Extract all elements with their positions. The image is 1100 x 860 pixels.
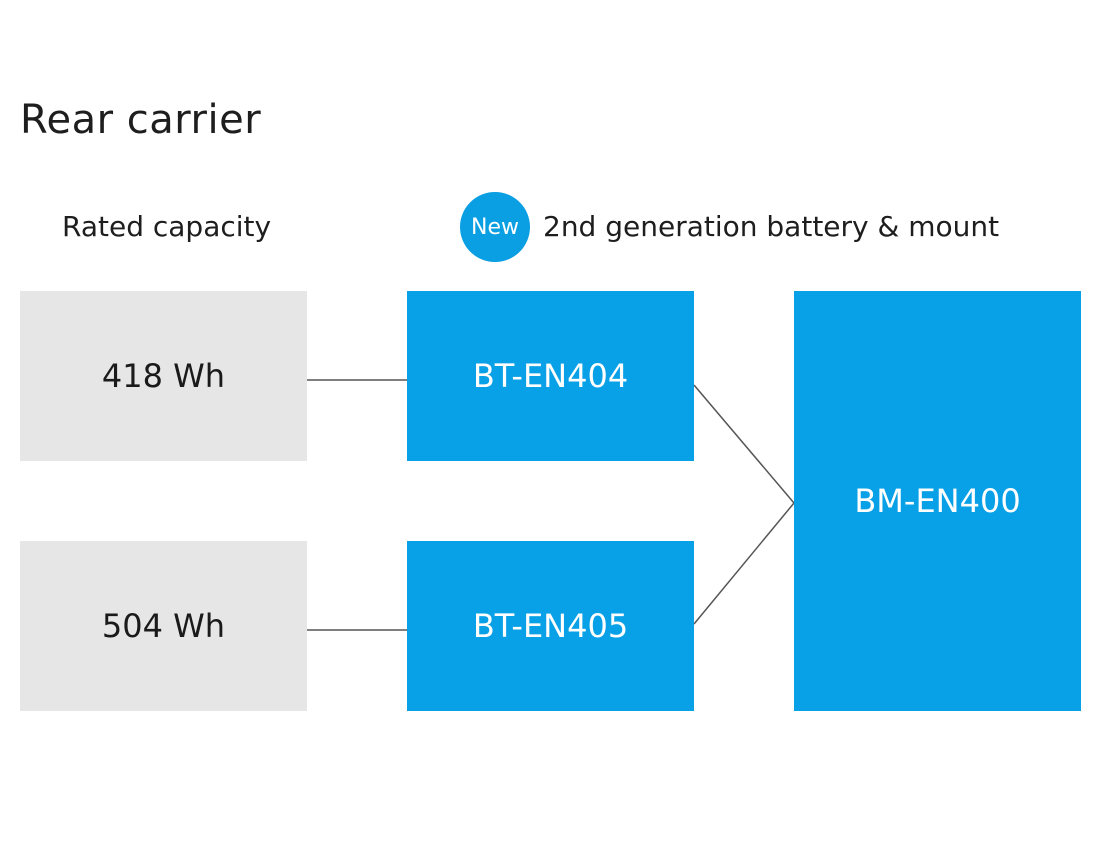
generation-column-heading: 2nd generation battery & mount bbox=[543, 210, 1000, 243]
capacity-box-504: 504 Wh bbox=[20, 541, 307, 711]
battery-box-bt-en405: BT-EN405 bbox=[407, 541, 694, 711]
battery-box-bt-en404: BT-EN404 bbox=[407, 291, 694, 461]
new-badge: New bbox=[460, 192, 530, 262]
mount-box-bm-en400: BM-EN400 bbox=[794, 291, 1081, 711]
diagram-title: Rear carrier bbox=[20, 97, 262, 143]
connector-bat1-mount bbox=[693, 384, 795, 504]
connector-bat2-mount bbox=[693, 502, 795, 625]
capacity-column-heading: Rated capacity bbox=[62, 210, 272, 243]
capacity-box-418: 418 Wh bbox=[20, 291, 307, 461]
